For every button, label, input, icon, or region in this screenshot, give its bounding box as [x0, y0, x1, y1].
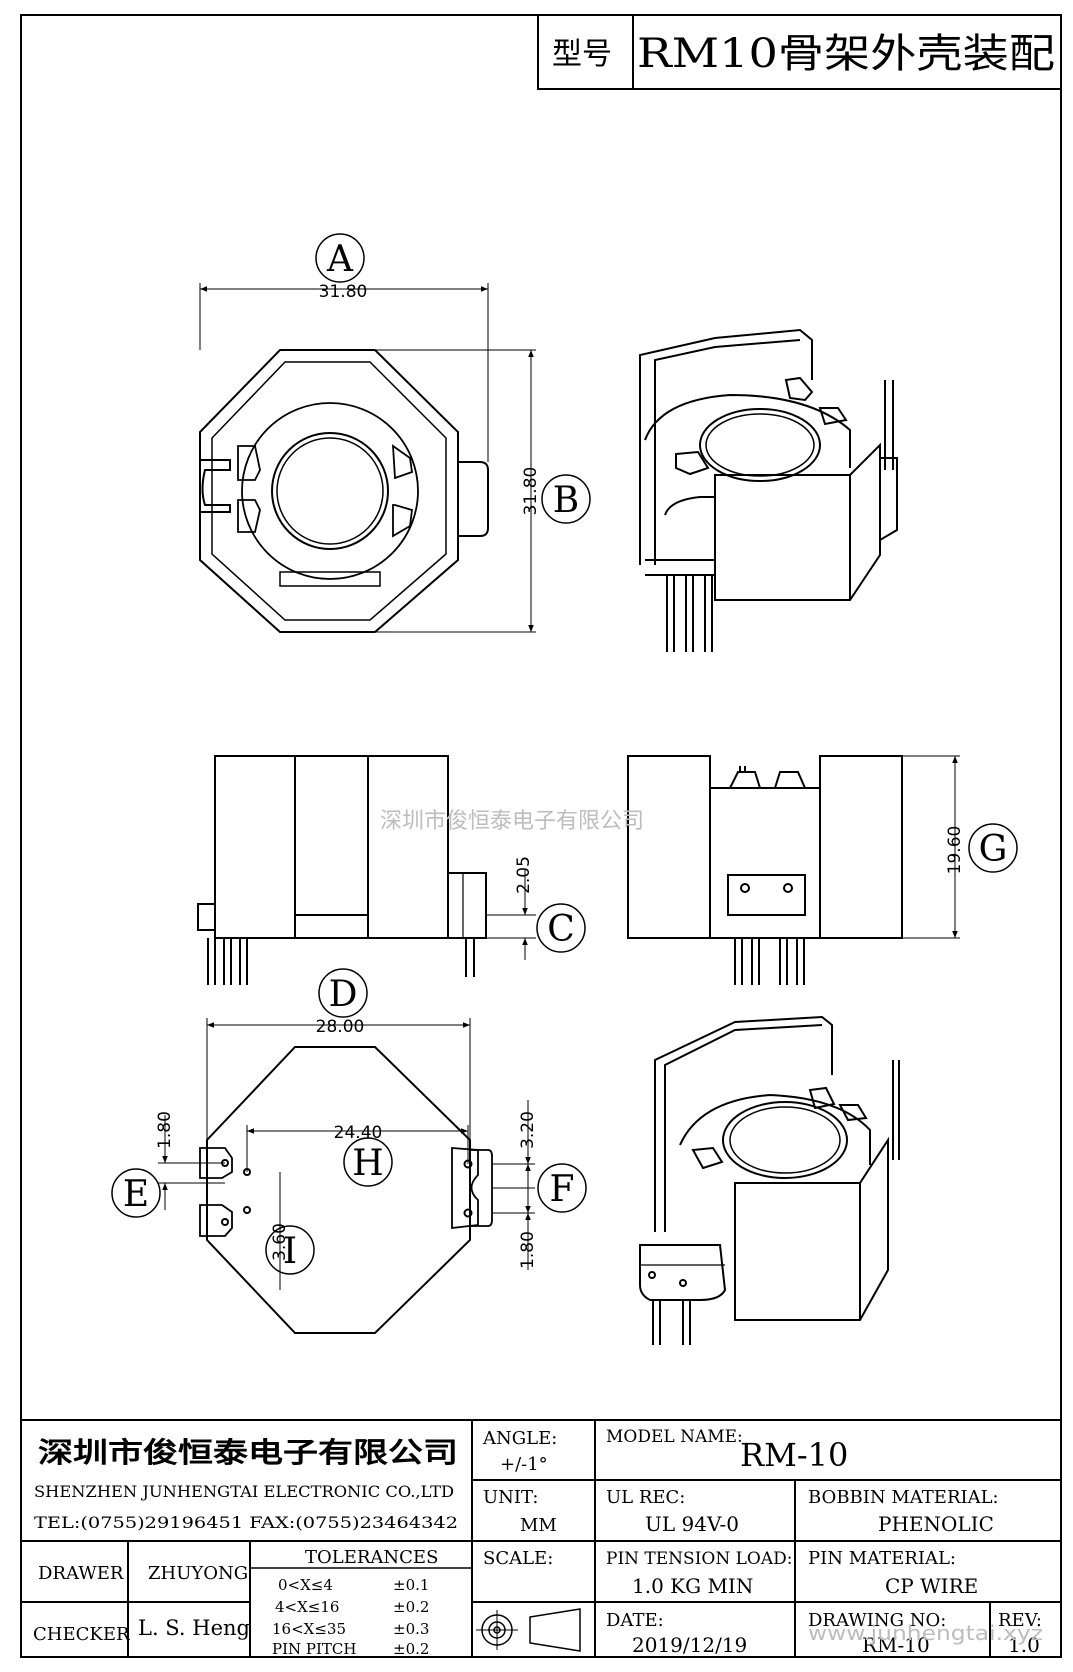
tolerance-value-4: ±0.2 — [393, 1640, 429, 1658]
iso-view-top — [639, 328, 898, 652]
company-name-en: SHENZHEN JUNHENGTAI ELECTRONIC CO.,LTD — [34, 1482, 454, 1501]
dimension-f-value: 3.20 — [518, 1111, 538, 1149]
rev-label: REV: — [998, 1610, 1042, 1631]
tolerance-range-3: 16<X≤35 — [272, 1620, 346, 1638]
dimension-b: 31.80 B — [375, 349, 591, 633]
bottom-view — [199, 1046, 493, 1334]
drawer-value: ZHUYONG — [148, 1563, 248, 1584]
checker-value: L. S. Heng — [138, 1616, 250, 1640]
dimension-b-value: 31.80 — [521, 467, 541, 516]
dimension-d-value: 28.00 — [316, 1017, 365, 1037]
dimension-c-balloon — [536, 903, 586, 953]
company-name-cn: 深圳市俊恒泰电子有限公司 — [38, 1436, 458, 1469]
tolerance-value-2: ±0.2 — [393, 1598, 429, 1616]
dimension-h-letter: H — [352, 1143, 383, 1184]
dimension-d-letter: D — [329, 974, 358, 1015]
dimension-h-balloon — [343, 1137, 393, 1187]
checker-label: CHECKER — [33, 1624, 130, 1645]
dimension-c: 2.05 C — [486, 856, 586, 960]
pin-tension-value: 1.0 KG MIN — [632, 1574, 753, 1598]
dimension-e: 1.80 E — [111, 1111, 225, 1218]
ul-rec-label: UL REC: — [606, 1487, 685, 1508]
dimension-f-balloon — [537, 1163, 587, 1213]
dimension-i-letter: I — [283, 1231, 297, 1272]
drawer-label: DRAWER — [38, 1563, 124, 1584]
unit-value: MM — [520, 1515, 557, 1536]
dimension-f: 3.20 1.80 F — [492, 1100, 587, 1270]
pin-tension-label: PIN TENSION LOAD: — [606, 1549, 793, 1569]
scale-label: SCALE: — [483, 1548, 553, 1569]
dimension-e-balloon — [111, 1168, 161, 1218]
dimension-i-balloon — [265, 1225, 315, 1275]
dimension-g-letter: G — [979, 829, 1008, 870]
watermark-center: 深圳市俊恒泰电子有限公司 — [380, 809, 644, 834]
date-label: DATE: — [606, 1610, 664, 1631]
pin-material-label: PIN MATERIAL: — [808, 1548, 956, 1569]
dimension-e-value: 1.80 — [155, 1111, 175, 1149]
dimension-a-balloon — [315, 233, 365, 283]
pin-material-value: CP WIRE — [885, 1574, 978, 1598]
model-name-value: RM-10 — [740, 1436, 848, 1474]
tolerance-range-1: 0<X≤4 — [278, 1576, 333, 1594]
watermark-corner: www.junhengtai.xyz — [808, 1621, 1043, 1645]
drawing-no-value: RM-10 — [862, 1633, 930, 1657]
tolerance-value-1: ±0.1 — [393, 1576, 429, 1594]
tolerance-value-3: ±0.3 — [393, 1620, 429, 1638]
bobbin-material-value: PHENOLIC — [878, 1512, 994, 1536]
dimension-d: 28.00 D — [206, 968, 471, 1140]
title-box: 型号 RM10骨架外壳装配 — [537, 14, 1062, 90]
dimension-i: 3.60 I — [265, 1172, 315, 1290]
front-view — [197, 755, 487, 985]
rev-value: 1.0 — [1008, 1633, 1040, 1657]
dimension-f-letter: F — [550, 1169, 575, 1210]
dimension-e-letter: E — [123, 1174, 149, 1215]
iso-view-bottom — [639, 1015, 900, 1345]
title-value: RM10骨架外壳装配 — [637, 31, 1055, 77]
dimension-b-balloon — [541, 474, 591, 524]
title-label: 型号 — [552, 37, 612, 72]
title-block-grid — [21, 1419, 1061, 1657]
dimension-c-letter: C — [547, 909, 575, 950]
dimension-g-balloon — [968, 823, 1018, 873]
company-contact: TEL:(0755)29196451 FAX:(0755)23464342 — [34, 1513, 458, 1532]
dimension-h: 24.40 H — [246, 1123, 469, 1187]
angle-value: +/-1° — [500, 1454, 548, 1475]
dimension-b-letter: B — [553, 480, 579, 521]
dimension-c-value: 2.05 — [514, 856, 534, 894]
sheet-border — [20, 14, 1062, 1658]
model-name-label: MODEL NAME: — [606, 1427, 743, 1447]
ul-rec-value: UL 94V-0 — [645, 1512, 739, 1536]
tolerance-range-2: 4<X≤16 — [275, 1598, 339, 1616]
dimension-a-letter: A — [326, 239, 354, 280]
tolerance-range-4: PIN PITCH — [272, 1640, 357, 1658]
dimension-a: 31.80 A — [199, 233, 489, 462]
bobbin-material-label: BOBBIN MATERIAL: — [808, 1487, 999, 1508]
dimension-i-value: 3.60 — [270, 1223, 290, 1261]
side-view — [627, 755, 903, 985]
dimension-g: 19.60 G — [902, 755, 1018, 939]
dimension-f2-value: 1.80 — [518, 1231, 538, 1269]
dimension-g-value: 19.60 — [945, 826, 965, 875]
top-view — [199, 349, 489, 633]
tolerances-label: TOLERANCES — [305, 1547, 438, 1568]
drawing-no-label: DRAWING NO: — [808, 1610, 946, 1631]
date-value: 2019/12/19 — [632, 1633, 747, 1657]
unit-label: UNIT: — [483, 1487, 538, 1508]
projection-symbol-icon — [476, 1608, 581, 1652]
dimension-a-value: 31.80 — [319, 282, 368, 302]
angle-label: ANGLE: — [482, 1428, 557, 1449]
dimension-d-balloon — [318, 968, 368, 1018]
